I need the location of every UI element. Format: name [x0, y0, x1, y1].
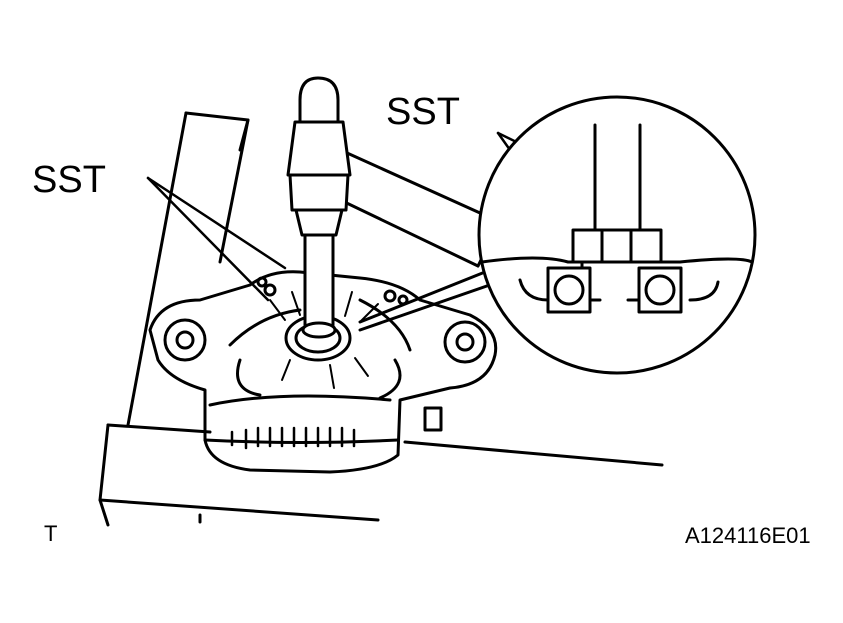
corner-mark: T	[44, 521, 57, 546]
magnifier-pointer	[358, 266, 512, 332]
figure-code: A124116E01	[685, 523, 811, 548]
hammer-head	[286, 76, 352, 237]
alternator-fins	[269, 291, 379, 389]
hammer-handle	[330, 146, 502, 268]
sst-driver-shaft	[301, 233, 337, 339]
magnifier-detail	[477, 95, 757, 375]
press-frame	[98, 111, 664, 527]
alternator-vent-slots	[230, 426, 356, 450]
alternator-body	[148, 270, 498, 474]
sst-label-right: SST	[386, 91, 460, 133]
sst-label-left: SST	[32, 159, 106, 201]
